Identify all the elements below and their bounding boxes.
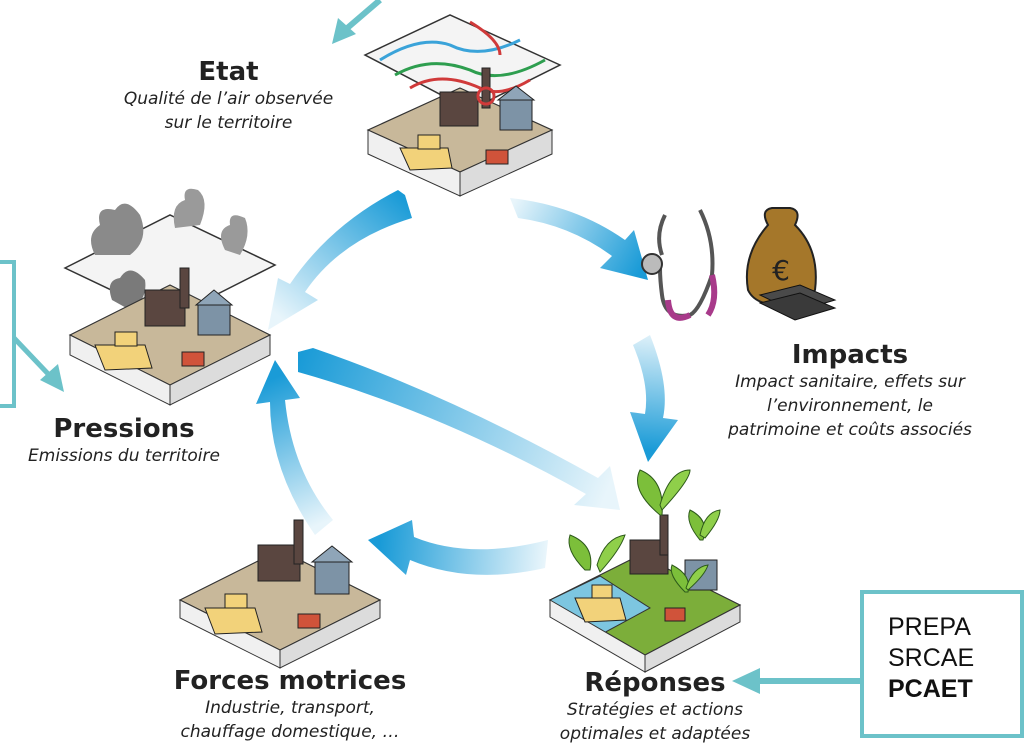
impacts-subtitle: l’environnement, le xyxy=(767,396,933,416)
smoke-cloud xyxy=(221,215,248,255)
callout-box: PREPA SRCAE PCAET xyxy=(860,590,1024,738)
impacts-subtitle: patrimoine et coûts associés xyxy=(728,420,972,440)
reponses-illustration xyxy=(548,469,742,673)
etat-title: Etat xyxy=(198,57,259,87)
pointer-arrowhead xyxy=(40,364,64,392)
pointer-arrowhead xyxy=(332,18,356,44)
truck-icon xyxy=(485,149,509,165)
smoke-cloud xyxy=(91,203,144,255)
impacts-subtitle: Impact sanitaire, effets sur xyxy=(735,372,965,392)
leaf-icon xyxy=(637,469,663,516)
etat-subtitle: Qualité de l’air observée xyxy=(123,89,334,109)
leaf-icon xyxy=(699,509,721,539)
forces-label: Forces motrices Industrie, transport, ch… xyxy=(160,666,420,744)
leaf-icon xyxy=(568,534,592,571)
arrow-etat-to-impacts xyxy=(510,198,648,280)
forces-subtitle: chauffage domestique, … xyxy=(180,722,400,742)
callout-line: PREPA xyxy=(888,613,971,641)
impacts-illustration: € xyxy=(641,207,837,321)
etat-label: Etat Qualité de l’air observée sur le te… xyxy=(106,57,351,135)
euro-symbol: € xyxy=(772,254,790,287)
leaf-icon xyxy=(596,534,626,573)
smoke-cloud xyxy=(173,188,205,228)
impacts-title: Impacts xyxy=(791,340,909,370)
boat-icon xyxy=(94,344,153,371)
callout-line-bold: PCAET xyxy=(888,675,973,703)
stethoscope-icon xyxy=(657,209,715,318)
cycle-arrows xyxy=(256,190,678,575)
forces-illustration xyxy=(178,519,382,669)
truck-icon xyxy=(297,613,321,629)
pressions-label: Pressions Emissions du territoire xyxy=(0,414,248,468)
impacts-label: Impacts Impact sanitaire, effets sur l’e… xyxy=(690,340,1010,442)
pressions-title: Pressions xyxy=(53,414,195,444)
arrow-pressions-to-reponses xyxy=(298,348,620,510)
pressions-subtitle: Emissions du territoire xyxy=(28,446,220,466)
arrow-etat-to-pressions xyxy=(268,190,412,330)
arrow-impacts-to-reponses xyxy=(630,335,678,462)
teal-pointers xyxy=(12,0,860,694)
reponses-subtitle: optimales et adaptées xyxy=(559,724,751,744)
pressions-illustration xyxy=(63,188,277,406)
arrow-reponses-to-forces xyxy=(368,520,548,575)
arrow-forces-to-pressions xyxy=(256,360,333,535)
callout-line: SRCAE xyxy=(888,644,975,672)
pressions-bracket-box xyxy=(0,260,16,408)
leaf-icon xyxy=(659,469,691,511)
smoke-cloud xyxy=(109,270,146,310)
forces-title: Forces motrices xyxy=(173,666,407,696)
etat-subtitle: sur le territoire xyxy=(164,113,293,133)
reponses-title: Réponses xyxy=(584,668,726,698)
pointer-arrowhead xyxy=(732,668,760,694)
etat-illustration xyxy=(363,14,562,197)
forces-subtitle: Industrie, transport, xyxy=(205,698,375,718)
truck-icon xyxy=(181,351,205,367)
truck-icon xyxy=(664,607,686,622)
leaf-icon xyxy=(685,564,709,591)
reponses-label: Réponses Stratégies et actions optimales… xyxy=(530,668,780,746)
money-bag-icon xyxy=(745,207,817,307)
reponses-subtitle: Stratégies et actions xyxy=(567,700,743,720)
boat-icon xyxy=(204,607,263,635)
